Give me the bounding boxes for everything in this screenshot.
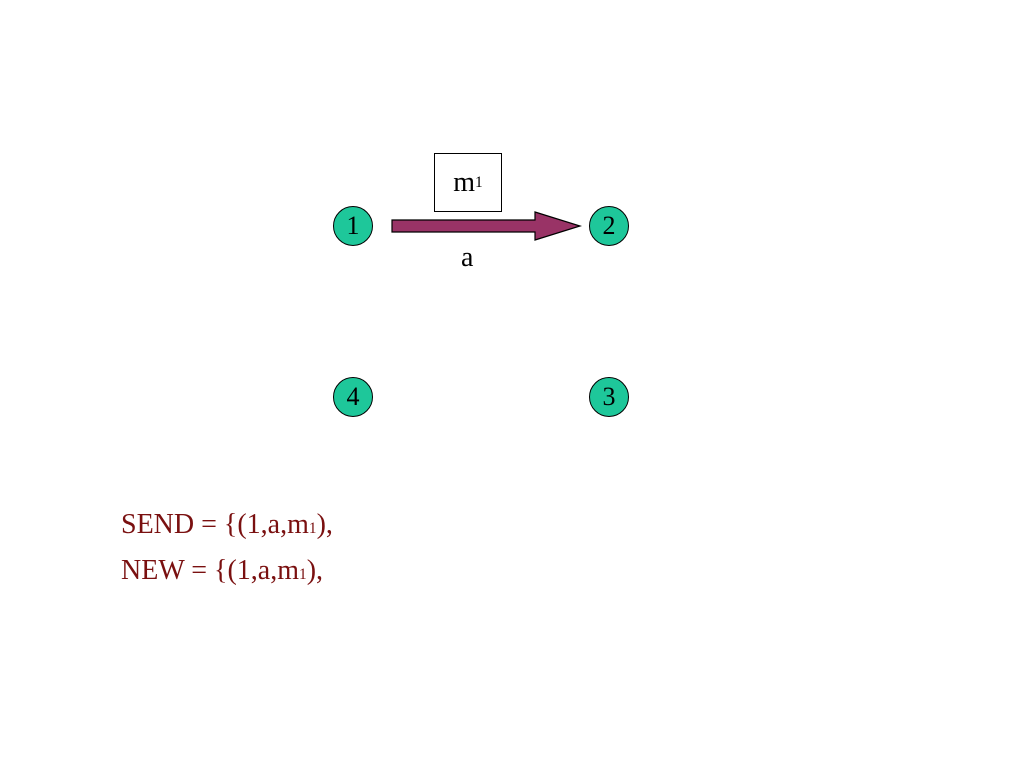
node-2-label: 2 <box>602 211 616 240</box>
send-prefix: SEND = {(1,a,m <box>121 509 309 540</box>
message-base: m <box>453 166 476 198</box>
node-4: 4 <box>333 377 373 417</box>
node-3: 3 <box>589 377 629 417</box>
edge-arrow <box>391 211 583 241</box>
node-1-label: 1 <box>346 211 360 240</box>
edge-label: a <box>461 242 474 273</box>
new-subscript: 1 <box>299 566 307 583</box>
edge-arrow-shape <box>391 211 583 241</box>
send-subscript: 1 <box>308 520 317 537</box>
new-prefix: NEW = {(1,a,m <box>121 555 300 586</box>
new-suffix: ), <box>306 555 324 586</box>
node-3-label: 3 <box>602 382 616 411</box>
node-2: 2 <box>589 206 629 246</box>
node-1: 1 <box>333 206 373 246</box>
send-set-line: SEND = {(1,a,m1), <box>121 509 333 541</box>
message-subscript: 1 <box>475 173 483 191</box>
new-set-line: NEW = {(1,a,m1), <box>121 555 323 587</box>
send-suffix: ), <box>316 509 333 540</box>
node-4-label: 4 <box>346 382 360 411</box>
